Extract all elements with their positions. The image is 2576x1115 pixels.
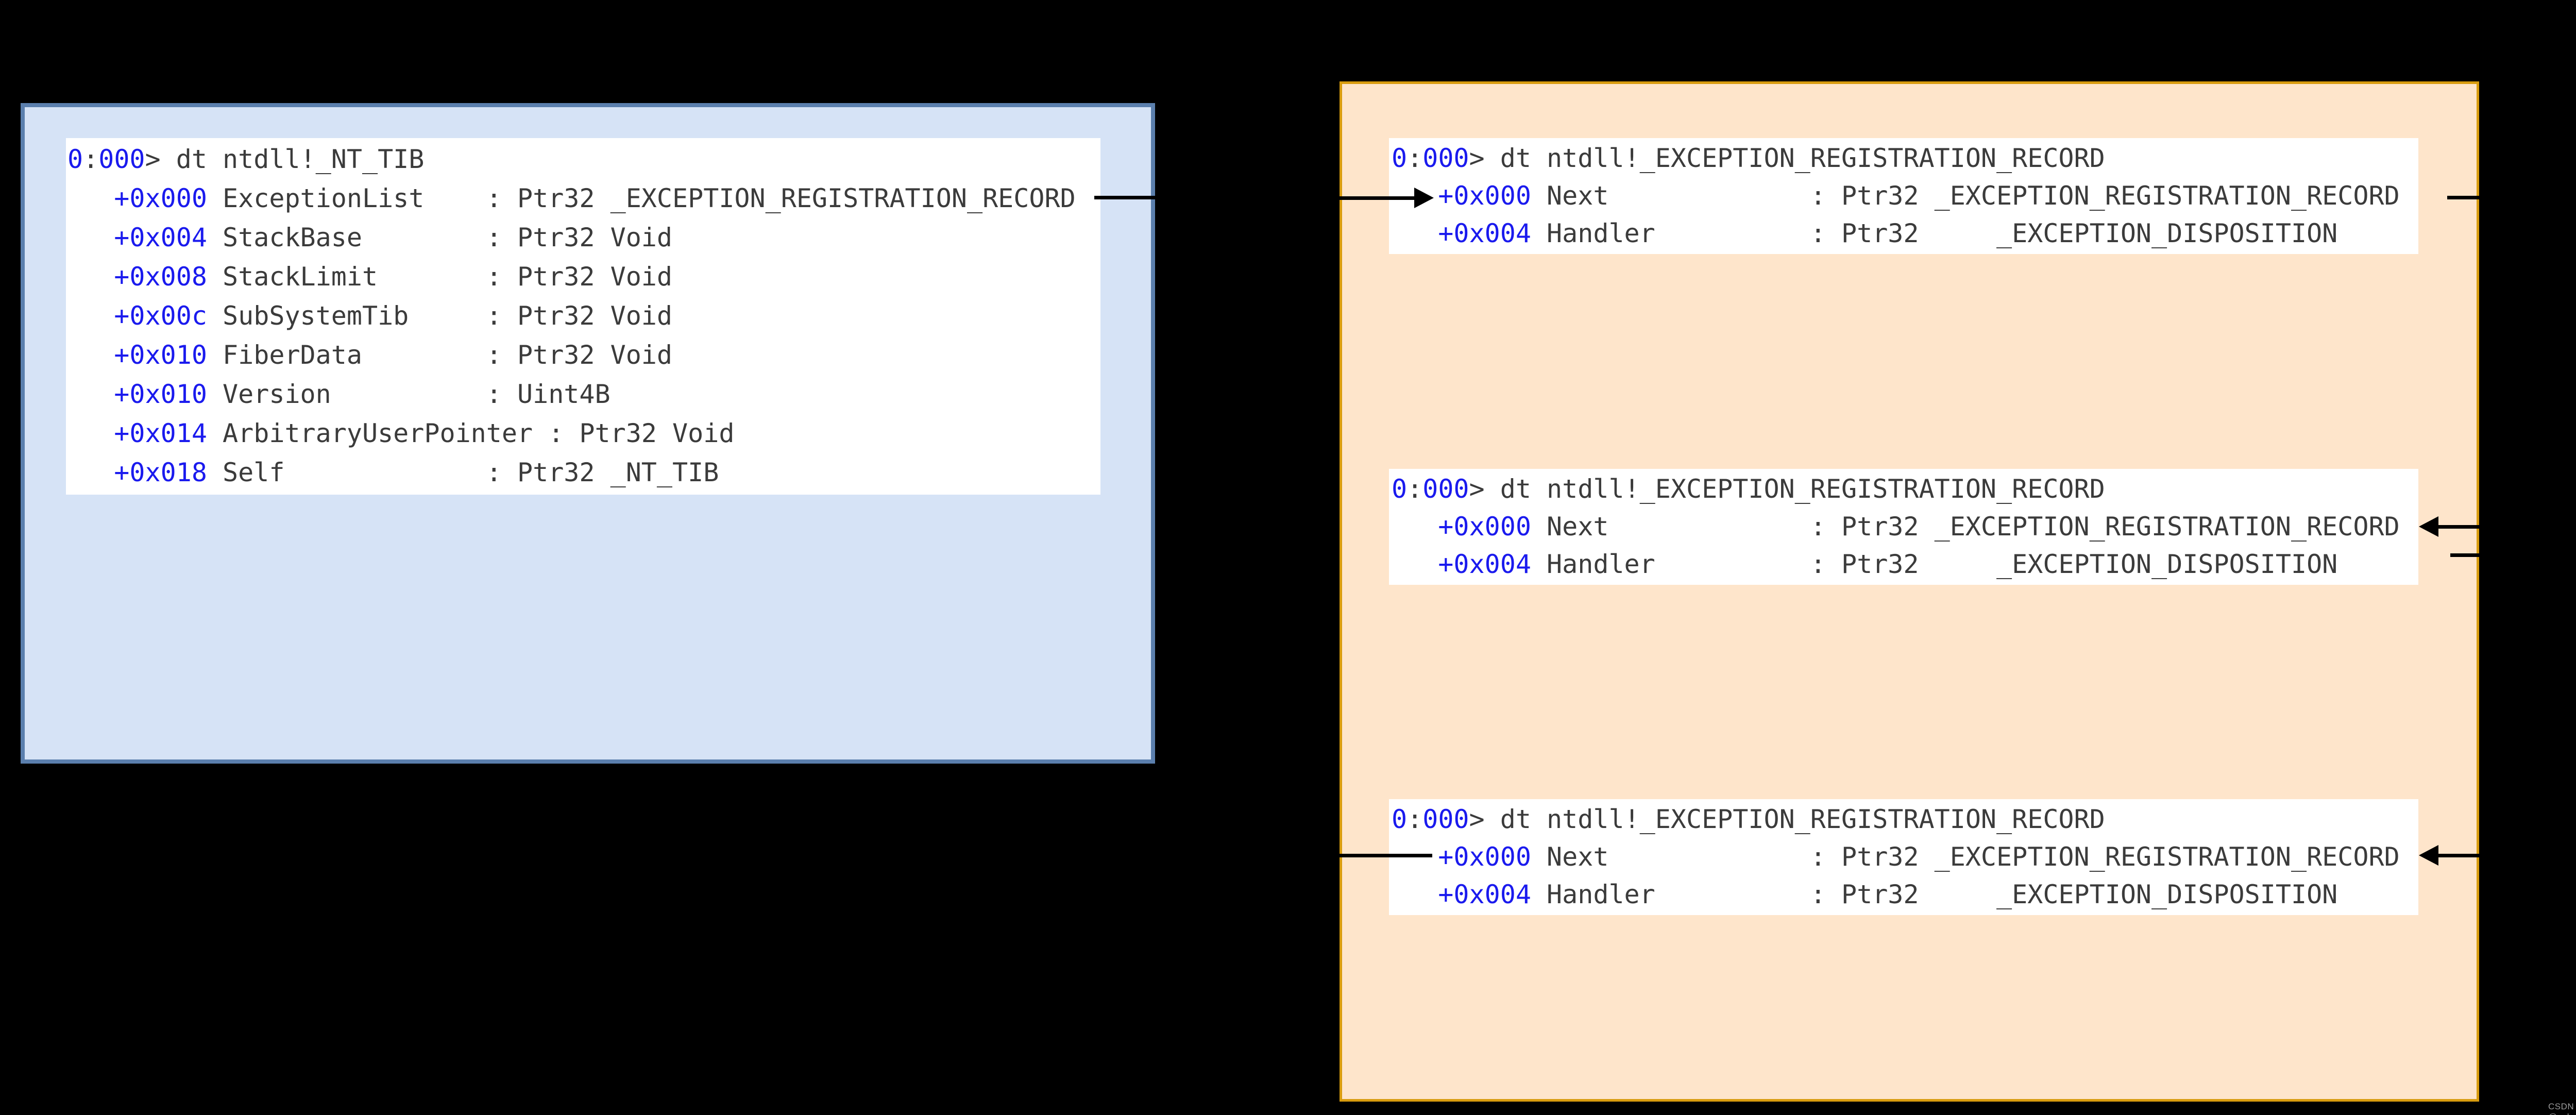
field-offset: +0x010 bbox=[67, 340, 207, 370]
code-line-field: +0x008 StackLimit : Ptr32 Void bbox=[67, 257, 1100, 296]
field-offset: +0x004 bbox=[1392, 218, 1531, 248]
code-line-field: +0x000 Next : Ptr32 _EXCEPTION_REGISTRAT… bbox=[1392, 838, 2418, 876]
field-decl: Self : Ptr32 _NT_TIB bbox=[207, 458, 719, 487]
prompt-colon: : bbox=[83, 144, 99, 174]
field-offset: +0x000 bbox=[67, 183, 207, 213]
prompt-thread-id: 000 bbox=[98, 144, 145, 174]
prompt-thread-id: 000 bbox=[1422, 804, 1469, 834]
field-offset: +0x008 bbox=[67, 262, 207, 292]
code-line-field: +0x014 ArbitraryUserPointer : Ptr32 Void bbox=[67, 414, 1100, 453]
code-line-field: +0x00c SubSystemTib : Ptr32 Void bbox=[67, 296, 1100, 335]
field-decl: StackBase : Ptr32 Void bbox=[207, 223, 673, 252]
code-line-prompt: 0:000> dt ntdll!_EXCEPTION_REGISTRATION_… bbox=[1392, 801, 2418, 838]
code-line-field: +0x004 Handler : Ptr32 _EXCEPTION_DISPOS… bbox=[1392, 215, 2418, 252]
field-offset: +0x004 bbox=[1392, 880, 1531, 909]
prompt-processor-id: 0 bbox=[1392, 804, 1408, 834]
prompt-colon: : bbox=[1407, 474, 1423, 504]
field-decl: ArbitraryUserPointer : Ptr32 Void bbox=[207, 418, 735, 448]
dt-command: > dt ntdll!_NT_TIB bbox=[145, 144, 425, 174]
connector-record2-next-out bbox=[2450, 553, 2486, 557]
field-decl: Next : Ptr32 _EXCEPTION_REGISTRATION_REC… bbox=[1531, 512, 2400, 542]
code-line-prompt: 0:000> dt ntdll!_EXCEPTION_REGISTRATION_… bbox=[1392, 140, 2418, 177]
connector-exceptionlist-out bbox=[1094, 196, 1159, 199]
field-offset: +0x000 bbox=[1392, 181, 1531, 211]
code-line-prompt: 0:000> dt ntdll!_NT_TIB bbox=[67, 140, 1100, 179]
prompt-processor-id: 0 bbox=[1392, 474, 1408, 504]
connector-into-record2 bbox=[2438, 525, 2488, 529]
field-offset: +0x004 bbox=[67, 223, 207, 252]
connector-record3-next-out bbox=[1332, 854, 1432, 857]
csdn-watermark: CSDN @_sky123_ bbox=[2548, 1102, 2576, 1115]
dt-command: > dt ntdll!_EXCEPTION_REGISTRATION_RECOR… bbox=[1469, 143, 2105, 173]
field-decl: Next : Ptr32 _EXCEPTION_REGISTRATION_REC… bbox=[1531, 842, 2400, 872]
code-line-prompt: 0:000> dt ntdll!_EXCEPTION_REGISTRATION_… bbox=[1392, 470, 2418, 508]
prompt-processor-id: 0 bbox=[67, 144, 83, 174]
code-line-field: +0x000 Next : Ptr32 _EXCEPTION_REGISTRAT… bbox=[1392, 177, 2418, 215]
field-decl: Handler : Ptr32 _EXCEPTION_DISPOSITION bbox=[1531, 218, 2338, 248]
field-decl: Handler : Ptr32 _EXCEPTION_DISPOSITION bbox=[1531, 549, 2338, 579]
field-decl: FiberData : Ptr32 Void bbox=[207, 340, 673, 370]
field-offset: +0x014 bbox=[67, 418, 207, 448]
code-line-field: +0x000 ExceptionList : Ptr32 _EXCEPTION_… bbox=[67, 179, 1100, 218]
dt-command: > dt ntdll!_EXCEPTION_REGISTRATION_RECOR… bbox=[1469, 804, 2105, 834]
record3-codebox: 0:000> dt ntdll!_EXCEPTION_REGISTRATION_… bbox=[1389, 799, 2418, 915]
field-decl: Version : Uint4B bbox=[207, 379, 611, 409]
field-decl: ExceptionList : Ptr32 _EXCEPTION_REGISTR… bbox=[207, 183, 1076, 213]
code-line-field: +0x010 FiberData : Ptr32 Void bbox=[67, 335, 1100, 375]
field-decl: StackLimit : Ptr32 Void bbox=[207, 262, 673, 292]
arrowhead-into-record1-icon bbox=[1414, 188, 1434, 208]
code-line-field: +0x004 Handler : Ptr32 _EXCEPTION_DISPOS… bbox=[1392, 546, 2418, 583]
field-offset: +0x000 bbox=[1392, 842, 1531, 872]
record1-codebox: 0:000> dt ntdll!_EXCEPTION_REGISTRATION_… bbox=[1389, 138, 2418, 254]
code-line-field: +0x018 Self : Ptr32 _NT_TIB bbox=[67, 453, 1100, 492]
code-line-field: +0x000 Next : Ptr32 _EXCEPTION_REGISTRAT… bbox=[1392, 508, 2418, 546]
connector-into-record1 bbox=[1340, 196, 1414, 200]
field-decl: SubSystemTib : Ptr32 Void bbox=[207, 301, 673, 331]
arrowhead-into-record3-icon bbox=[2419, 845, 2438, 866]
field-decl: Handler : Ptr32 _EXCEPTION_DISPOSITION bbox=[1531, 880, 2338, 909]
code-line-field: +0x004 Handler : Ptr32 _EXCEPTION_DISPOS… bbox=[1392, 876, 2418, 914]
dt-command: > dt ntdll!_EXCEPTION_REGISTRATION_RECOR… bbox=[1469, 474, 2105, 504]
prompt-thread-id: 000 bbox=[1422, 474, 1469, 504]
field-decl: Next : Ptr32 _EXCEPTION_REGISTRATION_REC… bbox=[1531, 181, 2400, 211]
record2-codebox: 0:000> dt ntdll!_EXCEPTION_REGISTRATION_… bbox=[1389, 469, 2418, 585]
field-offset: +0x00c bbox=[67, 301, 207, 331]
field-offset: +0x004 bbox=[1392, 549, 1531, 579]
arrowhead-into-record2-icon bbox=[2419, 516, 2438, 537]
prompt-colon: : bbox=[1407, 143, 1423, 173]
field-offset: +0x000 bbox=[1392, 512, 1531, 542]
tib-codebox: 0:000> dt ntdll!_NT_TIB +0x000 Exception… bbox=[66, 138, 1100, 495]
code-line-field: +0x010 Version : Uint4B bbox=[67, 375, 1100, 414]
prompt-processor-id: 0 bbox=[1392, 143, 1408, 173]
code-line-field: +0x004 StackBase : Ptr32 Void bbox=[67, 218, 1100, 257]
field-offset: +0x010 bbox=[67, 379, 207, 409]
field-offset: +0x018 bbox=[67, 458, 207, 487]
prompt-colon: : bbox=[1407, 804, 1423, 834]
connector-record1-next-out bbox=[2447, 196, 2487, 199]
prompt-thread-id: 000 bbox=[1422, 143, 1469, 173]
connector-into-record3 bbox=[2438, 854, 2488, 857]
